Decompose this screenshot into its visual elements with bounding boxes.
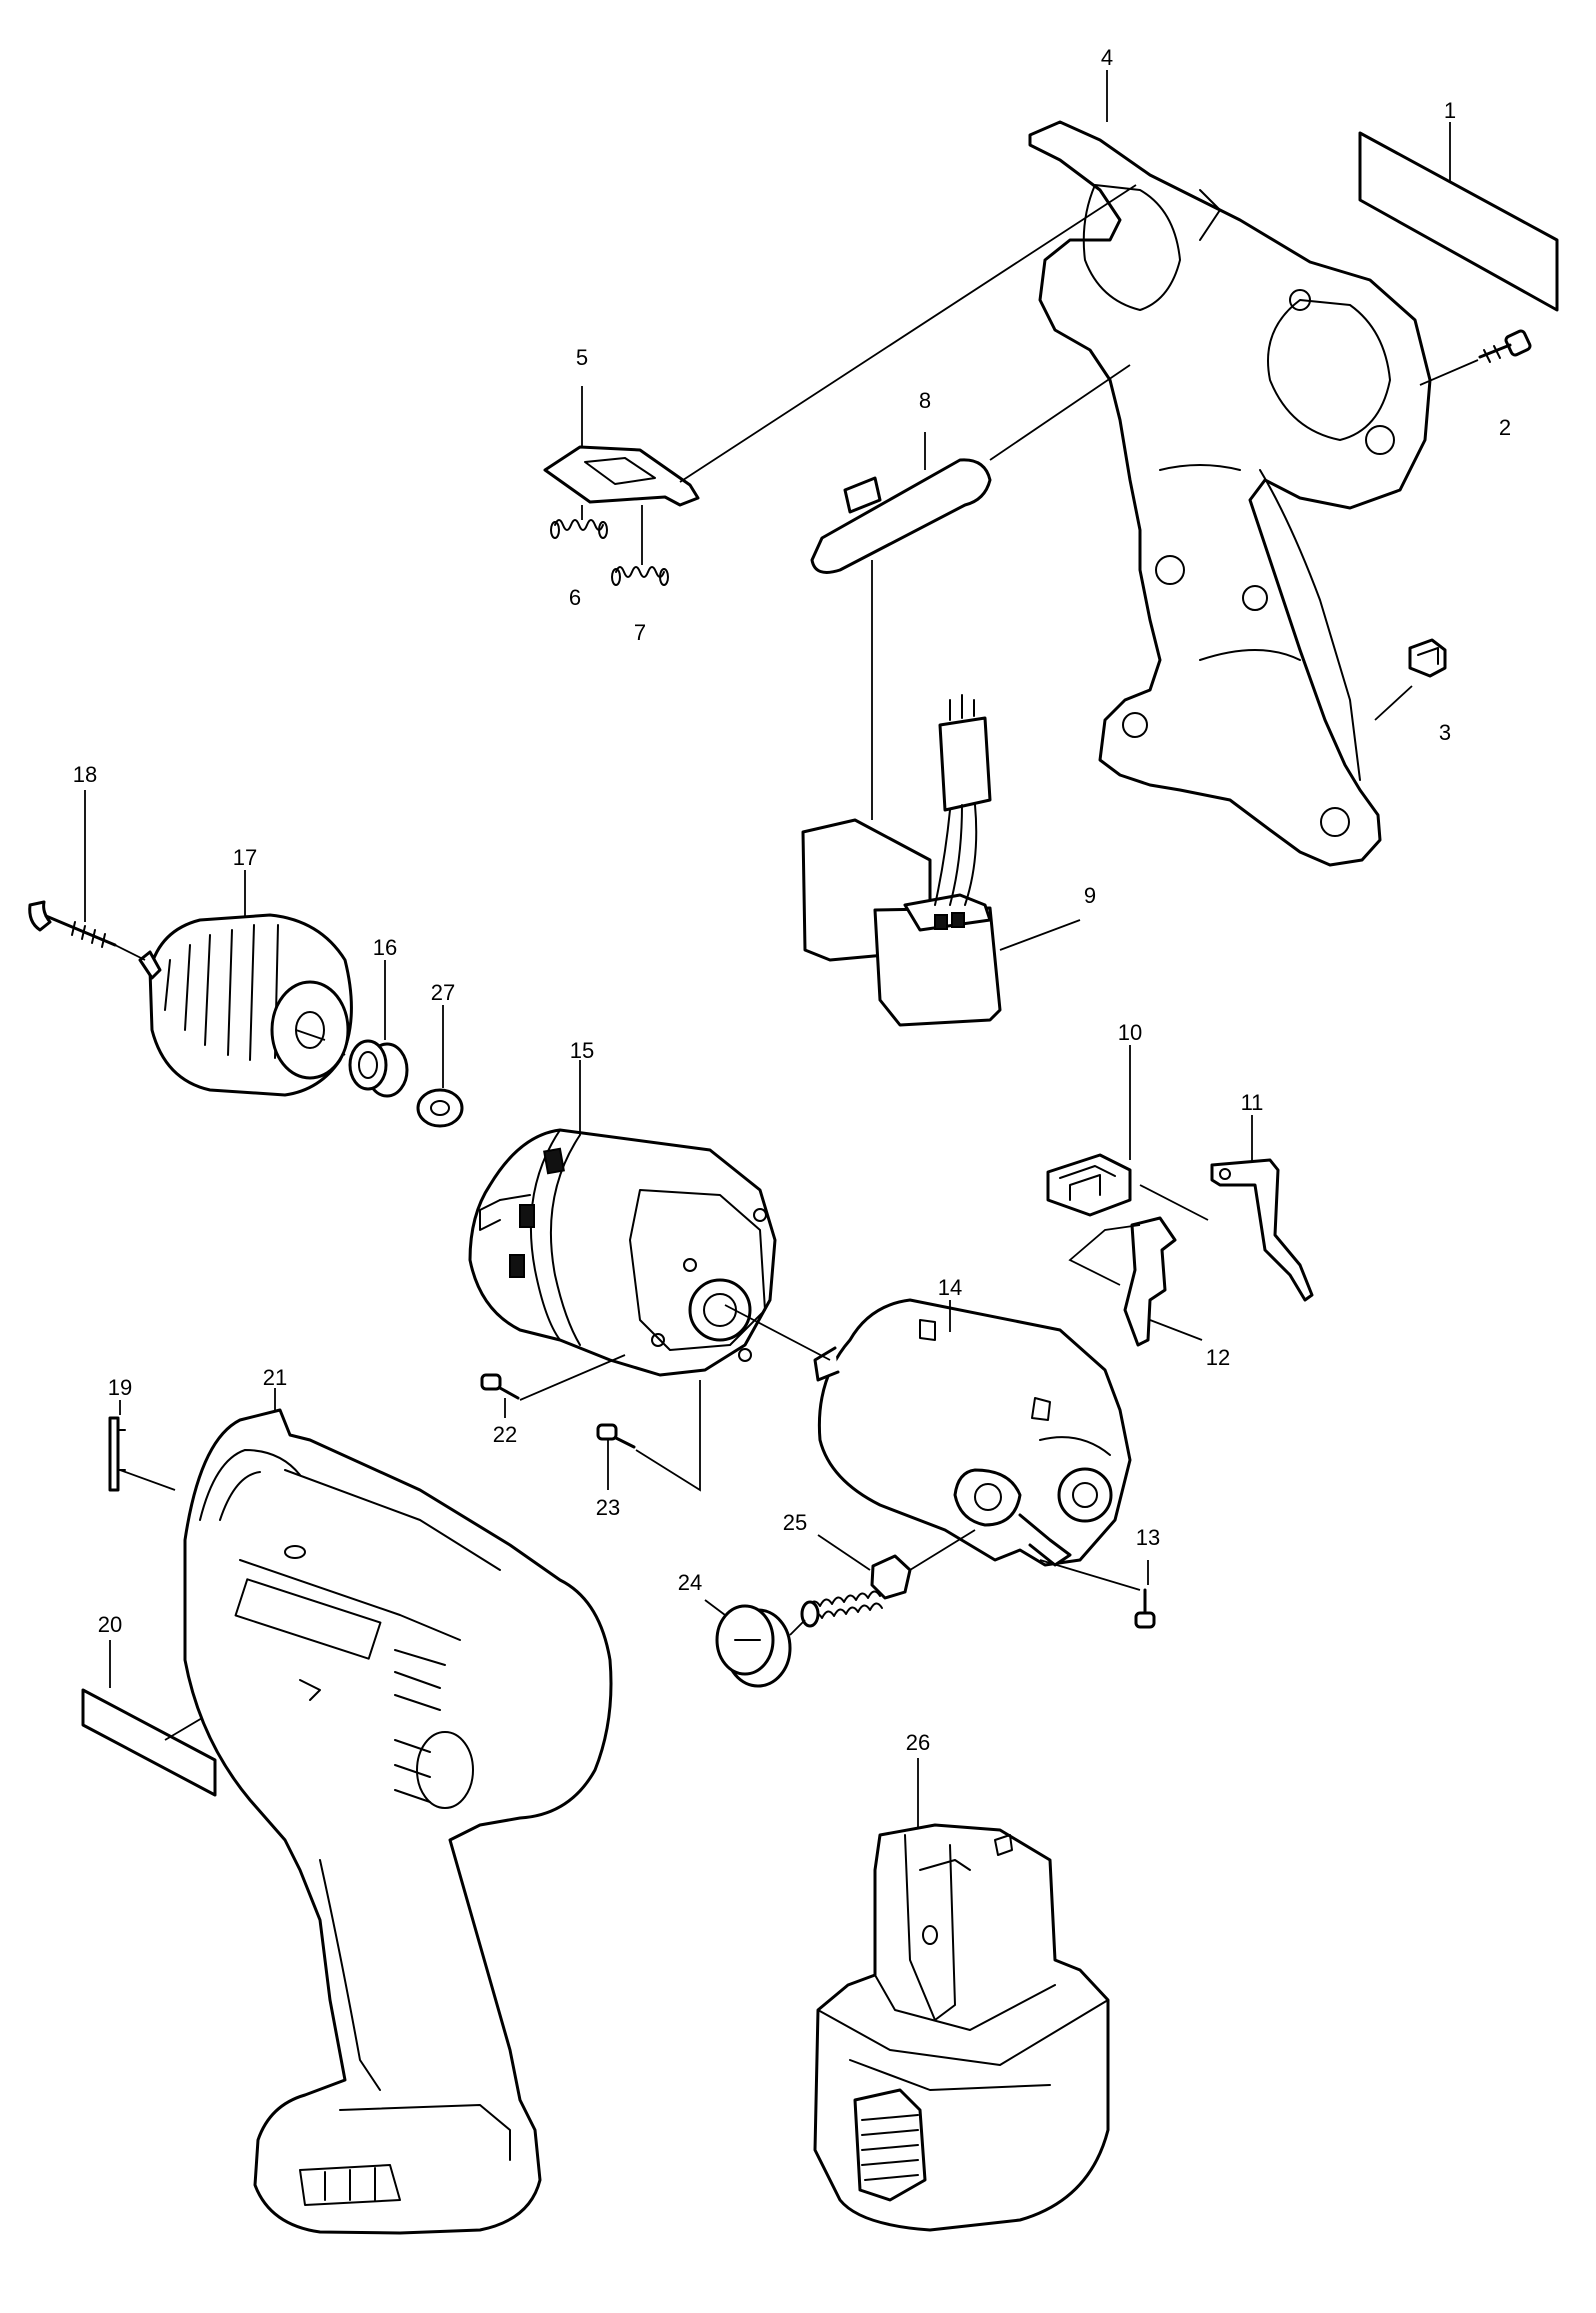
part-5-lock-button: [543, 184, 1137, 507]
callout-1: 1: [1444, 98, 1456, 123]
callout-27: 27: [431, 980, 455, 1005]
part-17-chuck: [138, 870, 353, 1097]
callout-13: 13: [1136, 1525, 1160, 1550]
callout-4: 4: [1101, 45, 1113, 70]
part-16-bushing: [324, 960, 409, 1098]
part-15-gear-assembly: [468, 1060, 831, 1377]
callout-9: 9: [1084, 883, 1096, 908]
part-22-screw: [480, 1354, 626, 1418]
callout-18: 18: [73, 762, 97, 787]
part-10-brush-holder: [1046, 1045, 1132, 1217]
callout-14: 14: [938, 1275, 962, 1300]
part-6-spring: [550, 505, 608, 539]
part-4-housing-right: [1028, 70, 1432, 867]
callout-labels: 1 2 3 4 5 6 7 8 9 10 11 12 13 14 15 16 1…: [73, 45, 1511, 1755]
part-14-motor: [813, 1298, 1141, 1591]
part-21-housing-left: [183, 1388, 613, 2235]
part-7-spring: [611, 505, 669, 586]
part-1-label-plate: [1358, 122, 1559, 312]
callout-2: 2: [1499, 415, 1511, 440]
callout-20: 20: [98, 1612, 122, 1637]
part-18-screw: [28, 790, 146, 961]
part-9-switch: [801, 694, 1081, 1027]
callout-8: 8: [919, 388, 931, 413]
callout-5: 5: [576, 345, 588, 370]
callout-12: 12: [1206, 1345, 1230, 1370]
callout-3: 3: [1439, 720, 1451, 745]
part-3-clip: [1374, 638, 1447, 721]
callout-25: 25: [783, 1510, 807, 1535]
part-12-terminal: [1068, 1216, 1203, 1347]
callout-21: 21: [263, 1365, 287, 1390]
part-23-screw: [596, 1380, 701, 1492]
callout-16: 16: [373, 935, 397, 960]
part-27-washer: [416, 1005, 464, 1128]
callout-17: 17: [233, 845, 257, 870]
part-26-battery: [813, 1758, 1110, 2232]
part-24-brush-cap: [704, 1599, 806, 1688]
callout-26: 26: [906, 1730, 930, 1755]
part-8-reversing-lever: [810, 364, 1131, 820]
part-25-carbon-brush: [800, 1529, 976, 1628]
callout-23: 23: [596, 1495, 620, 1520]
callout-10: 10: [1118, 1020, 1142, 1045]
callout-24: 24: [678, 1570, 702, 1595]
callout-11: 11: [1241, 1090, 1264, 1115]
callout-15: 15: [570, 1038, 594, 1063]
callout-6: 6: [569, 585, 581, 610]
part-2-screw: [1419, 329, 1532, 386]
part-11-terminal: [1139, 1115, 1314, 1302]
callout-19: 19: [108, 1375, 132, 1400]
callout-22: 22: [493, 1422, 517, 1447]
part-13-screw: [1134, 1560, 1156, 1629]
part-19-pin: [108, 1400, 176, 1492]
callout-7: 7: [634, 620, 646, 645]
